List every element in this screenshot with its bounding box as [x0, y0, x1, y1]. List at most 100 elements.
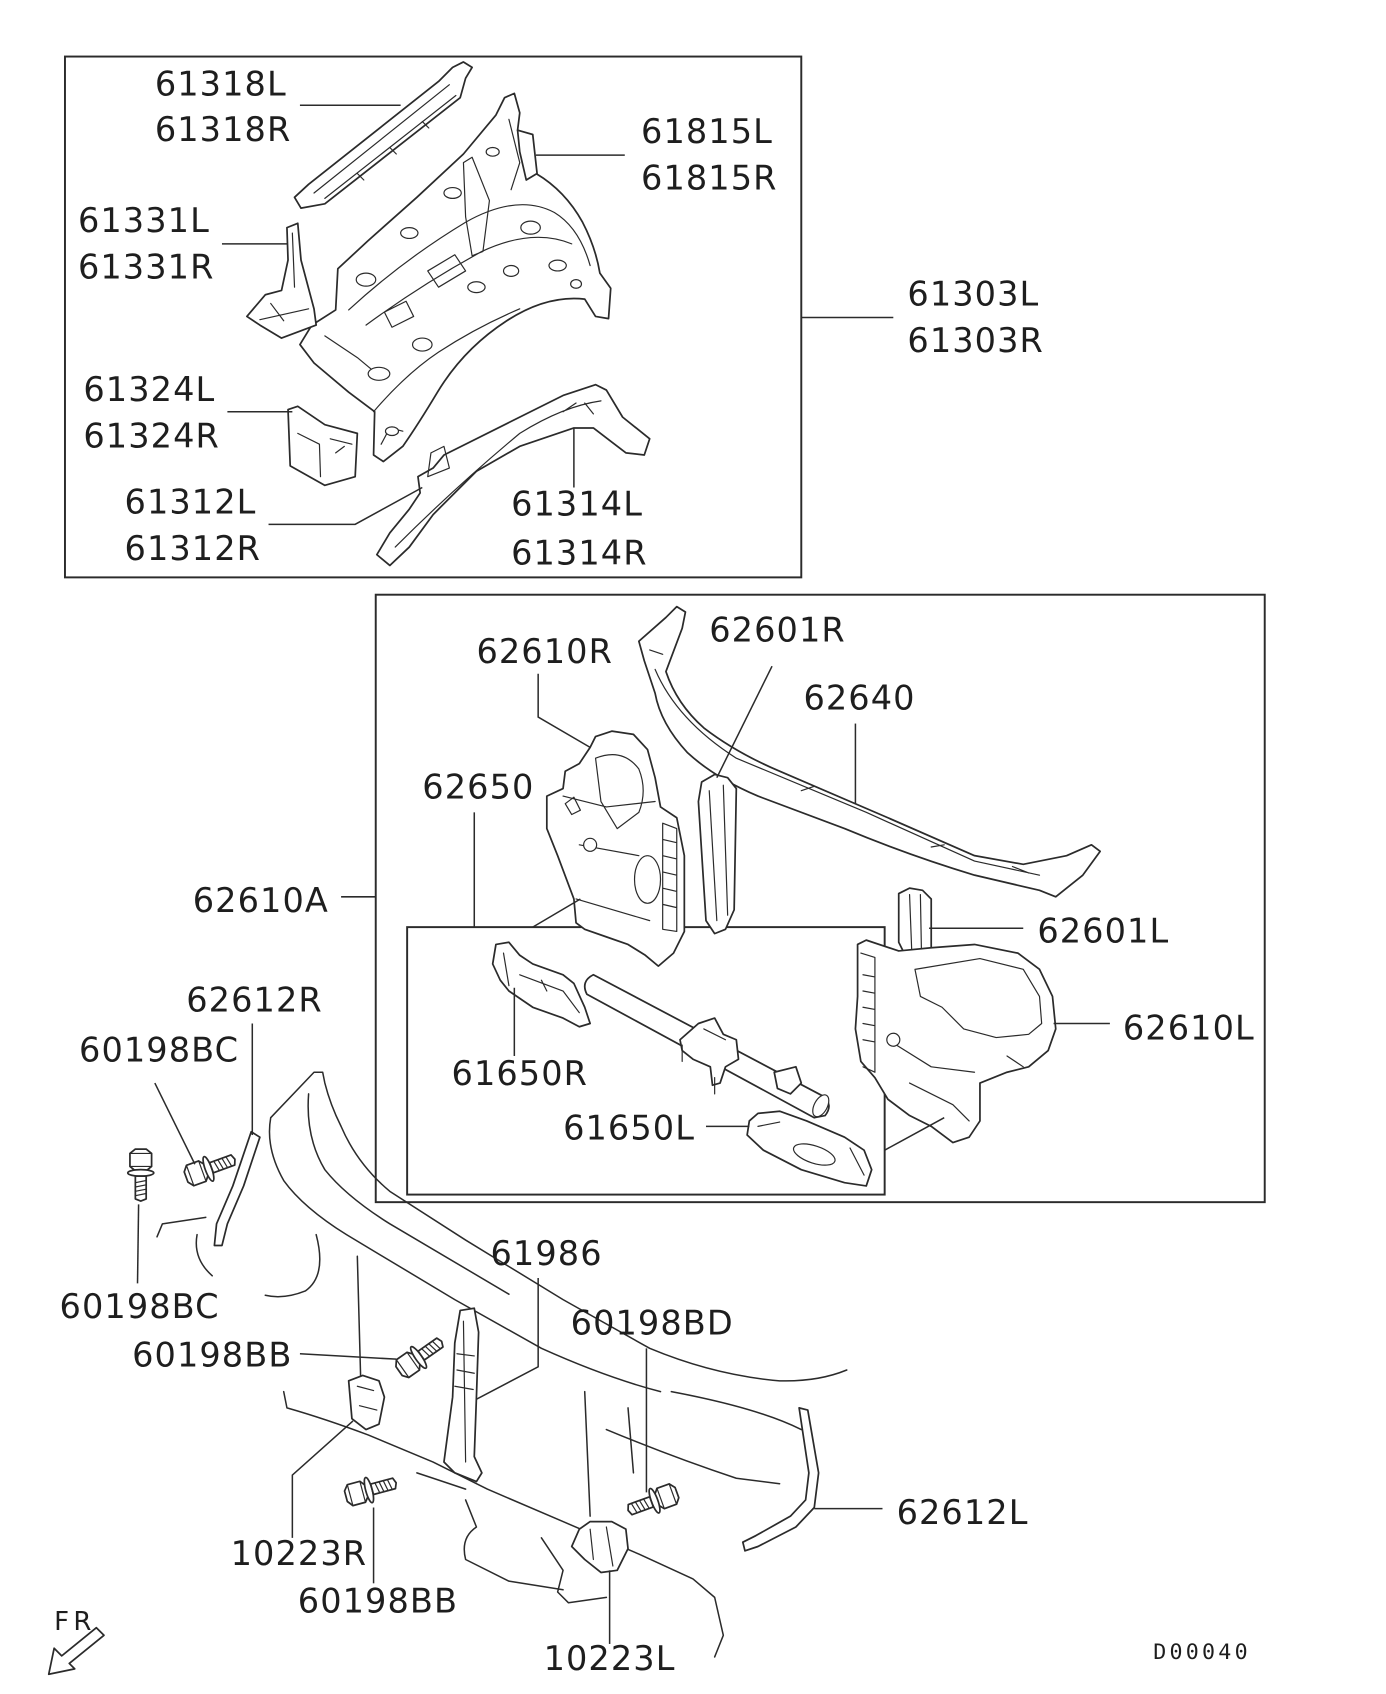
part-62610l-side-panel [854, 939, 1057, 1144]
lower-crossmember-detail-lines [681, 1028, 727, 1095]
callout-62612r: 62612R [186, 981, 323, 1020]
apron-hole [411, 337, 433, 352]
callout-62610l: 62610L [1123, 1009, 1255, 1048]
callout-62601l: 62601L [1037, 911, 1169, 950]
side-panel-r-detail-lines [562, 754, 678, 933]
part-10223l-bracket [570, 1520, 629, 1574]
bolt-shank [627, 1495, 655, 1516]
leader-line-62601r [716, 665, 773, 779]
reinforcement-outline [516, 129, 538, 181]
bolt-head [129, 1148, 153, 1172]
side-panel-l-hole [886, 1032, 901, 1047]
bracket-10223l-outline [570, 1520, 629, 1574]
leader-line-10223r [291, 1420, 354, 1538]
plate-outline [287, 405, 359, 487]
callout-61318l: 61318L [155, 65, 287, 104]
bolt-shank [369, 1477, 398, 1496]
bracket-62601r-outline [697, 773, 738, 935]
apron-hole [400, 227, 419, 240]
inner-frame-connector-left-panel [884, 1117, 945, 1151]
bolt-threads [395, 1340, 441, 1379]
apron-hole [485, 146, 500, 157]
leader-line-61986 [476, 1277, 539, 1400]
leader-lines [136, 104, 1110, 1644]
bolt-60198bb-lower-hex-bolt-icon [343, 1476, 398, 1507]
bolt-threads [346, 1478, 393, 1507]
bracket-outline [246, 222, 318, 339]
apron-hole [384, 426, 400, 437]
bolt-shank [134, 1175, 148, 1202]
callout-62612l: 62612L [897, 1493, 1029, 1532]
callout-60198bc-lower: 60198BC [60, 1287, 220, 1326]
bolt-flange [126, 1168, 155, 1178]
part-62640-upper-crossmember [637, 605, 1102, 898]
strap-62612r-outline [213, 1130, 261, 1247]
bracket-61986-detail-lines [454, 1320, 475, 1463]
upper-member-detail-lines [313, 84, 457, 199]
callout-61312l: 61312L [125, 482, 257, 521]
part-62612l-strap [741, 1407, 820, 1552]
side-panel-r-hole [583, 837, 598, 852]
part-62601r-bracket [697, 773, 738, 935]
front-direction-indicator: FR [47, 1607, 105, 1676]
body-outline-lines [156, 1071, 848, 1658]
bracket-61650r-outline [491, 941, 591, 1028]
apron-hole [467, 281, 486, 294]
part-10223r-bracket [347, 1374, 386, 1431]
part-61650r-bracket [491, 941, 591, 1028]
bracket-62601r-detail-lines [708, 784, 729, 922]
callout-61331r: 61331R [78, 248, 215, 287]
callout-61650l: 61650L [563, 1108, 695, 1147]
bolt-60198bc-upper-hex-bolt-icon [183, 1154, 236, 1187]
callout-61815l: 61815L [641, 112, 773, 151]
part-62610r-side-panel [545, 730, 686, 967]
callout-60198bb-upper: 60198BB [132, 1336, 292, 1375]
callout-61650r: 61650R [452, 1054, 589, 1093]
callout-61986: 61986 [491, 1234, 603, 1273]
bolt-threads [129, 1152, 153, 1197]
bracket-61650l-detail-lines [757, 1121, 865, 1176]
part-61986-bracket [443, 1307, 483, 1483]
callout-61324l: 61324L [83, 370, 215, 409]
apron-holes [355, 146, 583, 437]
plate-detail-lines [297, 432, 353, 478]
group-frame-radiator-support [374, 593, 1266, 1204]
bracket-10223l-detail-lines [589, 1526, 614, 1567]
callout-60198bc-upper: 60198BC [79, 1030, 239, 1069]
part-61650l-bracket [746, 1110, 873, 1187]
apron-hole [443, 186, 462, 199]
bolt-60198bc-lower-hex-bolt-icon [126, 1148, 155, 1202]
bracket-10223r-outline [347, 1374, 386, 1431]
apron-hole [548, 259, 567, 272]
apron-hole [570, 279, 583, 289]
callout-61324r: 61324R [83, 416, 220, 455]
leader-line-61312 [268, 486, 423, 526]
part-61815-reinforcement [516, 129, 538, 181]
callout-62601r: 62601R [709, 610, 846, 649]
leader-line-60198bc-lower [136, 1204, 140, 1284]
callout-62650: 62650 [422, 767, 534, 806]
callout-10223r: 10223R [231, 1534, 368, 1573]
front-direction-arrow-icon [47, 1626, 105, 1676]
leader-line-60198bb-upper [299, 1352, 397, 1360]
apron-hole [355, 272, 377, 287]
bracket-10223r-detail-lines [356, 1385, 378, 1411]
callout-61303l: 61303L [907, 275, 1039, 314]
leader-line-62610r [537, 673, 591, 749]
callout-61331l: 61331L [78, 201, 210, 240]
callout-60198bd: 60198BD [571, 1303, 734, 1342]
upper-crossmember-detail-lines [649, 649, 1041, 876]
drawing-code: D00040 [1153, 1640, 1251, 1665]
bolt-shank [417, 1337, 444, 1361]
apron-hole [367, 366, 391, 381]
lower-rail-detail-lines [394, 400, 602, 548]
callout-61314r: 61314R [511, 533, 648, 572]
side-panel-l-detail-lines [860, 952, 1043, 1122]
bolt-threads [630, 1483, 678, 1514]
apron-hole [502, 264, 520, 277]
bracket-61650l-opening [792, 1143, 836, 1166]
callout-61318r: 61318R [155, 110, 292, 149]
bolt-shank [208, 1154, 236, 1174]
side-panel-r-outline [545, 730, 686, 967]
bracket-detail-lines [259, 232, 310, 322]
